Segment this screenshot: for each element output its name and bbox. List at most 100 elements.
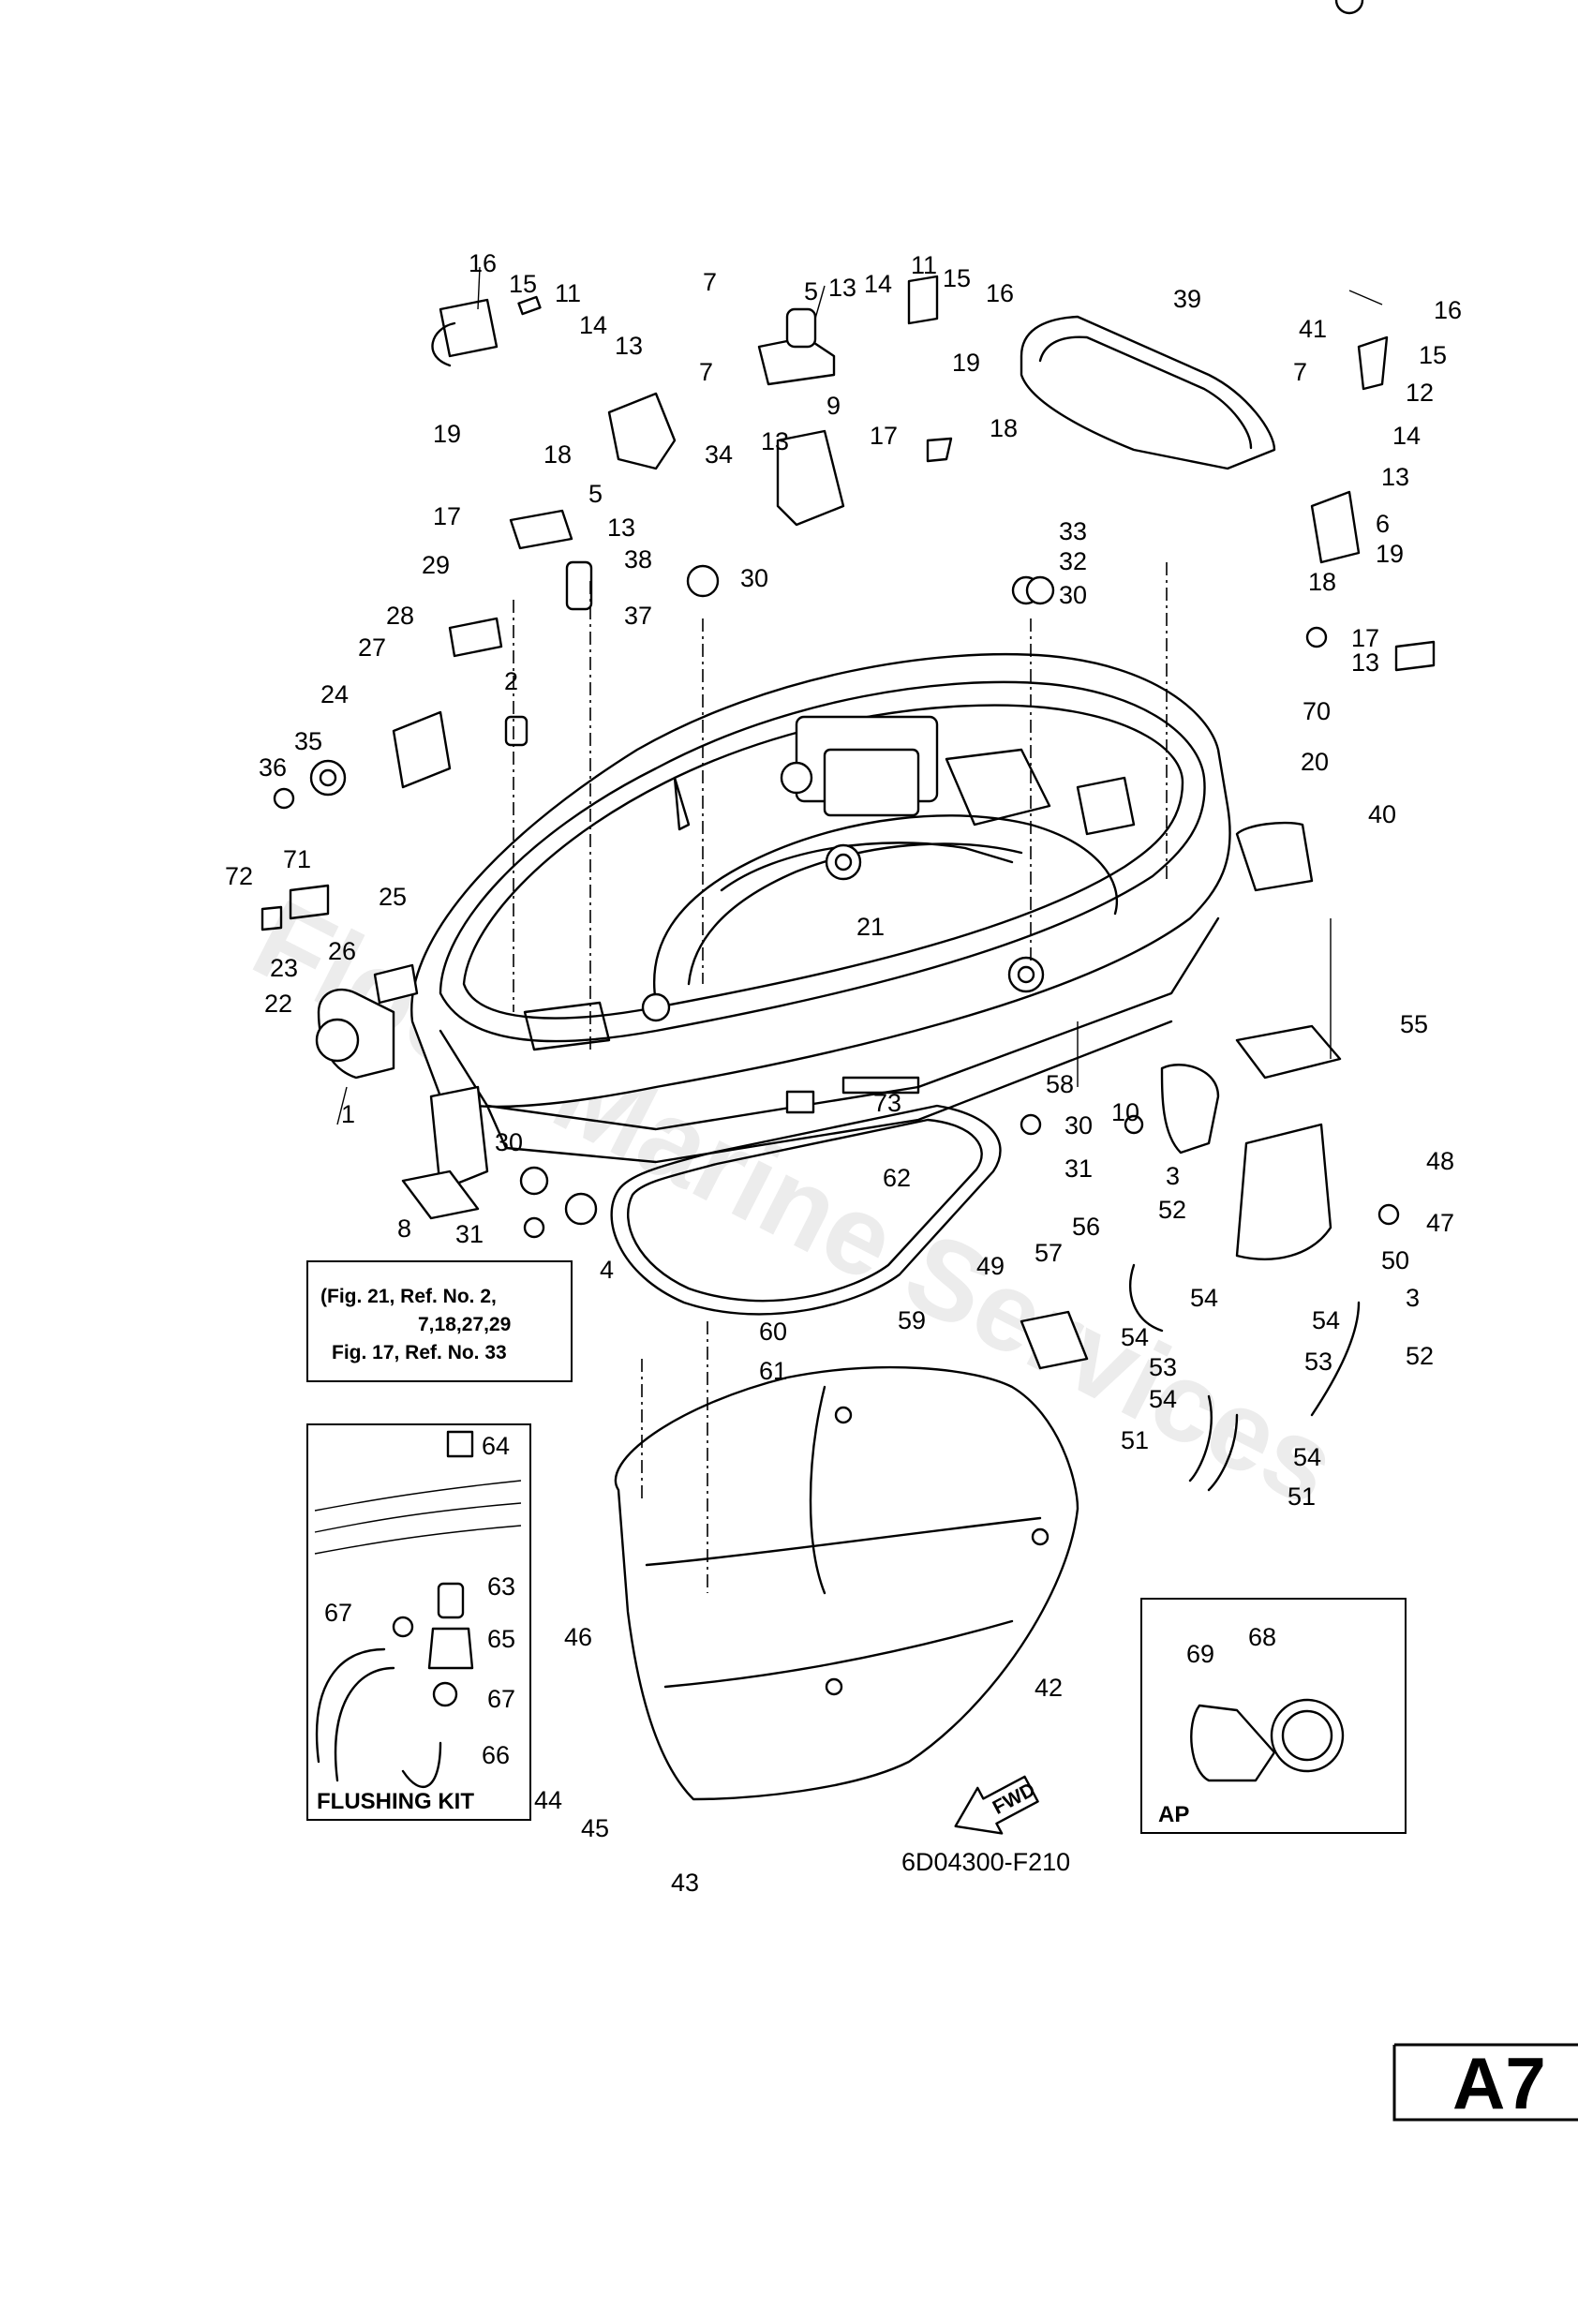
- callout: 34: [705, 440, 733, 469]
- callout: 13: [828, 274, 856, 302]
- callout: 54: [1149, 1385, 1177, 1413]
- callout: 13: [1381, 463, 1409, 491]
- callout: 20: [1301, 748, 1329, 776]
- callout: 31: [1064, 1155, 1093, 1183]
- callout: 48: [1426, 1147, 1454, 1175]
- callout: 7: [703, 268, 717, 296]
- bottom-cowling: [410, 652, 1231, 1164]
- callout: 15: [1419, 341, 1447, 369]
- callout: 16: [469, 249, 497, 277]
- callout: 67: [324, 1599, 352, 1627]
- note-line-2: 7,18,27,29: [418, 1314, 511, 1335]
- callout: 30: [740, 564, 768, 592]
- callout: 22: [264, 990, 292, 1018]
- callout: 27: [358, 633, 386, 662]
- callout: 54: [1121, 1323, 1149, 1351]
- callout: 68: [1248, 1623, 1276, 1651]
- callout: 50: [1381, 1246, 1409, 1274]
- callout: 7: [1293, 358, 1307, 386]
- callout: 40: [1368, 800, 1396, 828]
- callout: 24: [320, 680, 349, 708]
- callout: 2: [504, 667, 518, 695]
- callout: 9: [826, 392, 841, 420]
- callout: 19: [1376, 540, 1404, 568]
- callout: 11: [555, 279, 581, 307]
- callout: 47: [1426, 1209, 1454, 1237]
- flushing-kit-inset: FLUSHING KIT: [306, 1423, 531, 1821]
- callout: 54: [1293, 1443, 1321, 1471]
- drawing-code: 6D04300-F210: [901, 1848, 1070, 1876]
- callout: 52: [1406, 1342, 1434, 1370]
- callout: 45: [581, 1814, 609, 1842]
- callout: 70: [1303, 697, 1331, 725]
- callout: 54: [1190, 1284, 1218, 1312]
- callout: 55: [1400, 1010, 1428, 1038]
- callout: 54: [1312, 1306, 1340, 1334]
- callout: 30: [495, 1128, 523, 1156]
- callout: 18: [1308, 568, 1336, 596]
- callout: 25: [379, 883, 407, 911]
- callout: 57: [1035, 1239, 1063, 1267]
- callout: 44: [534, 1786, 562, 1814]
- callout: 41: [1299, 315, 1327, 343]
- callout: 21: [856, 913, 885, 941]
- right-bracket-parts: [1020, 0, 1436, 892]
- callout: 17: [870, 422, 898, 450]
- callout: 1: [341, 1100, 355, 1128]
- ap-label: AP: [1158, 1802, 1189, 1827]
- callout: 35: [294, 727, 322, 755]
- callout: 36: [259, 753, 287, 782]
- callout: 14: [1392, 422, 1421, 450]
- callout: 63: [487, 1572, 515, 1601]
- callout: 14: [864, 270, 892, 298]
- callout: 15: [509, 270, 537, 298]
- callout: 4: [600, 1256, 614, 1284]
- callout: 67: [487, 1685, 515, 1713]
- callout: 46: [564, 1623, 592, 1651]
- callout: 65: [487, 1625, 515, 1653]
- callout: 16: [986, 279, 1014, 307]
- callout: 59: [898, 1306, 926, 1334]
- callout: 49: [976, 1252, 1005, 1280]
- callout: 15: [943, 264, 971, 292]
- callout: 33: [1059, 517, 1087, 545]
- callout: 31: [455, 1220, 484, 1248]
- callout: 26: [328, 937, 356, 965]
- callout: 5: [804, 277, 818, 305]
- callout: 52: [1158, 1196, 1186, 1224]
- callout: 23: [270, 954, 298, 982]
- callout: 72: [225, 862, 253, 890]
- callout: 13: [615, 332, 643, 360]
- callout: 6: [1376, 510, 1390, 538]
- callout: 16: [1434, 296, 1462, 324]
- callout: 11: [911, 251, 937, 279]
- callout: 10: [1111, 1098, 1139, 1126]
- callout: 7: [699, 358, 713, 386]
- right-lower-parts: [1020, 1024, 1400, 1492]
- callout: 43: [671, 1869, 699, 1897]
- callout: 32: [1059, 547, 1087, 575]
- callout: 69: [1186, 1640, 1214, 1668]
- note-line-3: Fig. 17, Ref. No. 33: [332, 1342, 507, 1363]
- callout: 3: [1166, 1162, 1180, 1190]
- callout: 39: [1173, 285, 1201, 313]
- reference-note-box: (Fig. 21, Ref. No. 2, 7,18,27,29 Fig. 17…: [306, 1260, 573, 1382]
- callout: 19: [433, 420, 461, 448]
- callout: 51: [1288, 1482, 1316, 1511]
- callout: 62: [883, 1164, 911, 1192]
- seal-gasket: [610, 1104, 1002, 1316]
- page-id-box: A7: [1392, 2042, 1578, 2124]
- callout: 3: [1406, 1284, 1420, 1312]
- callout: 61: [759, 1357, 787, 1385]
- callout: 12: [1406, 379, 1434, 407]
- callout: 30: [1059, 581, 1087, 609]
- callout: 29: [422, 551, 450, 579]
- callout: 17: [433, 502, 461, 530]
- callout: 18: [543, 440, 572, 469]
- lower-apron: [614, 1365, 1079, 1801]
- callout: 42: [1035, 1674, 1063, 1702]
- callout: 53: [1149, 1353, 1177, 1381]
- callout: 60: [759, 1318, 787, 1346]
- left-bracket-parts: [261, 295, 720, 1239]
- callout-labels: 16 15 11 14 13 7 19 18 5 13 17 38 29 28 …: [225, 249, 1462, 1897]
